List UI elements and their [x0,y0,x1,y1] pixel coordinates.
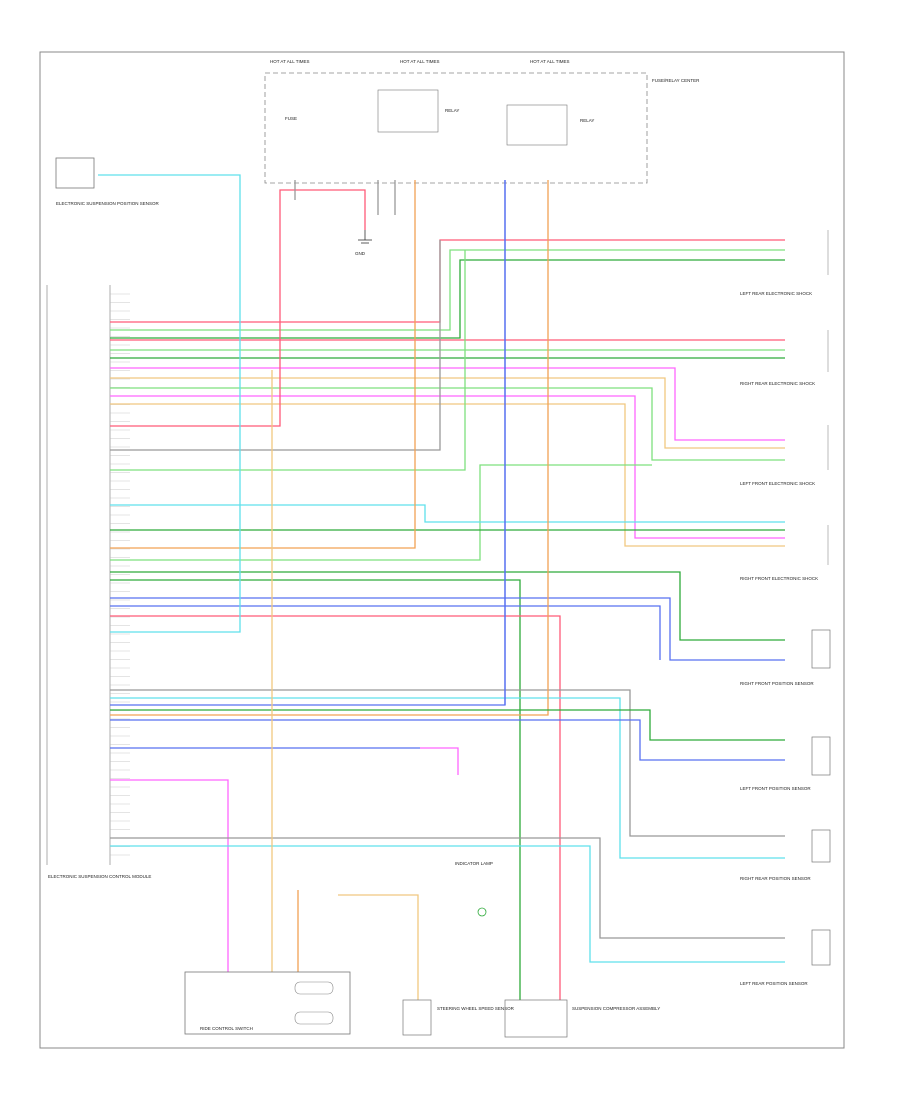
main-module-label: ELECTRONIC SUSPENSION CONTROL MODULE [48,874,151,879]
wire-orange-27 [110,180,549,716]
relay-top-label-2: HOT AT ALL TIMES [400,59,440,64]
relay-top-label-1: HOT AT ALL TIMES [270,59,310,64]
page-border [39,51,845,1049]
wires [98,174,785,1000]
bottom-components: RIDE CONTROL SWITCH STEERING WHEEL SPEED… [184,861,660,1038]
wire-gray-24 [110,689,785,837]
rf-sensor-label: RIGHT FRONT POSITION SENSOR [740,681,814,686]
relay-top-label-3: HOT AT ALL TIMES [530,59,570,64]
wire-red-11 [110,189,366,427]
wire-orange-17 [110,180,416,549]
wire-pink-9 [110,395,785,539]
wire-tan-37 [338,894,419,1000]
top-left-sensor: ELECTRONIC SUSPENSION POSITION SENSOR [55,157,160,206]
wire-pink-30 [110,779,229,972]
lr-sensor-label: LEFT REAR POSITION SENSOR [740,981,808,986]
wire-dk_blue-20 [110,597,785,661]
wire-dk_green-18 [110,571,785,641]
wire-gray-31 [110,837,785,939]
rr-shock-label: RIGHT REAR ELECTRONIC SHOCK [740,381,815,386]
ground-label: GND [355,251,366,256]
wire-pink-29 [420,747,459,775]
wire-dk_green-33 [110,709,785,741]
right-components: LEFT REAR ELECTRONIC SHOCK RIGHT REAR EL… [740,230,831,986]
relay-label-2: RELAY [580,118,594,123]
wire-dk_blue-21 [110,605,661,660]
wire-dk_green-2 [110,259,785,339]
wire-red-0 [110,239,785,323]
lr-shock-label: LEFT REAR ELECTRONIC SHOCK [740,291,812,296]
indicator-label: INDICATOR LAMP [455,861,493,866]
wire-lt_blue-32 [110,845,785,963]
fuse-label: FUSE [285,116,297,121]
wire-red-22 [110,615,561,1000]
rf-shock-label: RIGHT FRONT ELECTRONIC SHOCK [740,576,818,581]
rr-sensor-label: RIGHT REAR POSITION SENSOR [740,876,811,881]
compressor-label: SUSPENSION COMPRESSOR ASSEMBLY [572,1006,660,1011]
wire-dk_green-19 [110,579,521,1000]
wire-lt_green-14 [110,464,652,561]
relay-box-label: FUSE/RELAY CENTER [652,78,700,83]
wire-lt_green-1 [110,249,785,331]
relay-label-1: RELAY [445,108,459,113]
ground-symbol: GND [355,230,372,256]
wire-gray-12 [110,240,441,451]
wire-lt_blue-25 [110,697,785,859]
sensor-module-label: ELECTRONIC SUSPENSION POSITION SENSOR [56,201,160,206]
steering-label: STEERING WHEEL SPEED SENSOR [437,1006,515,1011]
wire-lt_green-13 [110,250,466,471]
wire-dk_blue-26 [110,180,506,706]
switch-label: RIDE CONTROL SWITCH [200,1026,253,1031]
lf-sensor-label: LEFT FRONT POSITION SENSOR [740,786,811,791]
wire-lt_blue-23 [98,174,241,633]
wire-tan-7 [110,377,785,449]
wire-lt_blue-15 [110,504,785,523]
lf-shock-label: LEFT FRONT ELECTRONIC SHOCK [740,481,815,486]
main-module: ELECTRONIC SUSPENSION CONTROL MODULE [46,285,151,879]
wire-pink-6 [110,367,785,441]
wire-tan-10 [110,403,785,547]
relay-box: HOT AT ALL TIMES HOT AT ALL TIMES HOT AT… [264,59,700,184]
wire-dk_blue-34 [110,719,785,761]
wire-lt_green-8 [110,387,785,461]
